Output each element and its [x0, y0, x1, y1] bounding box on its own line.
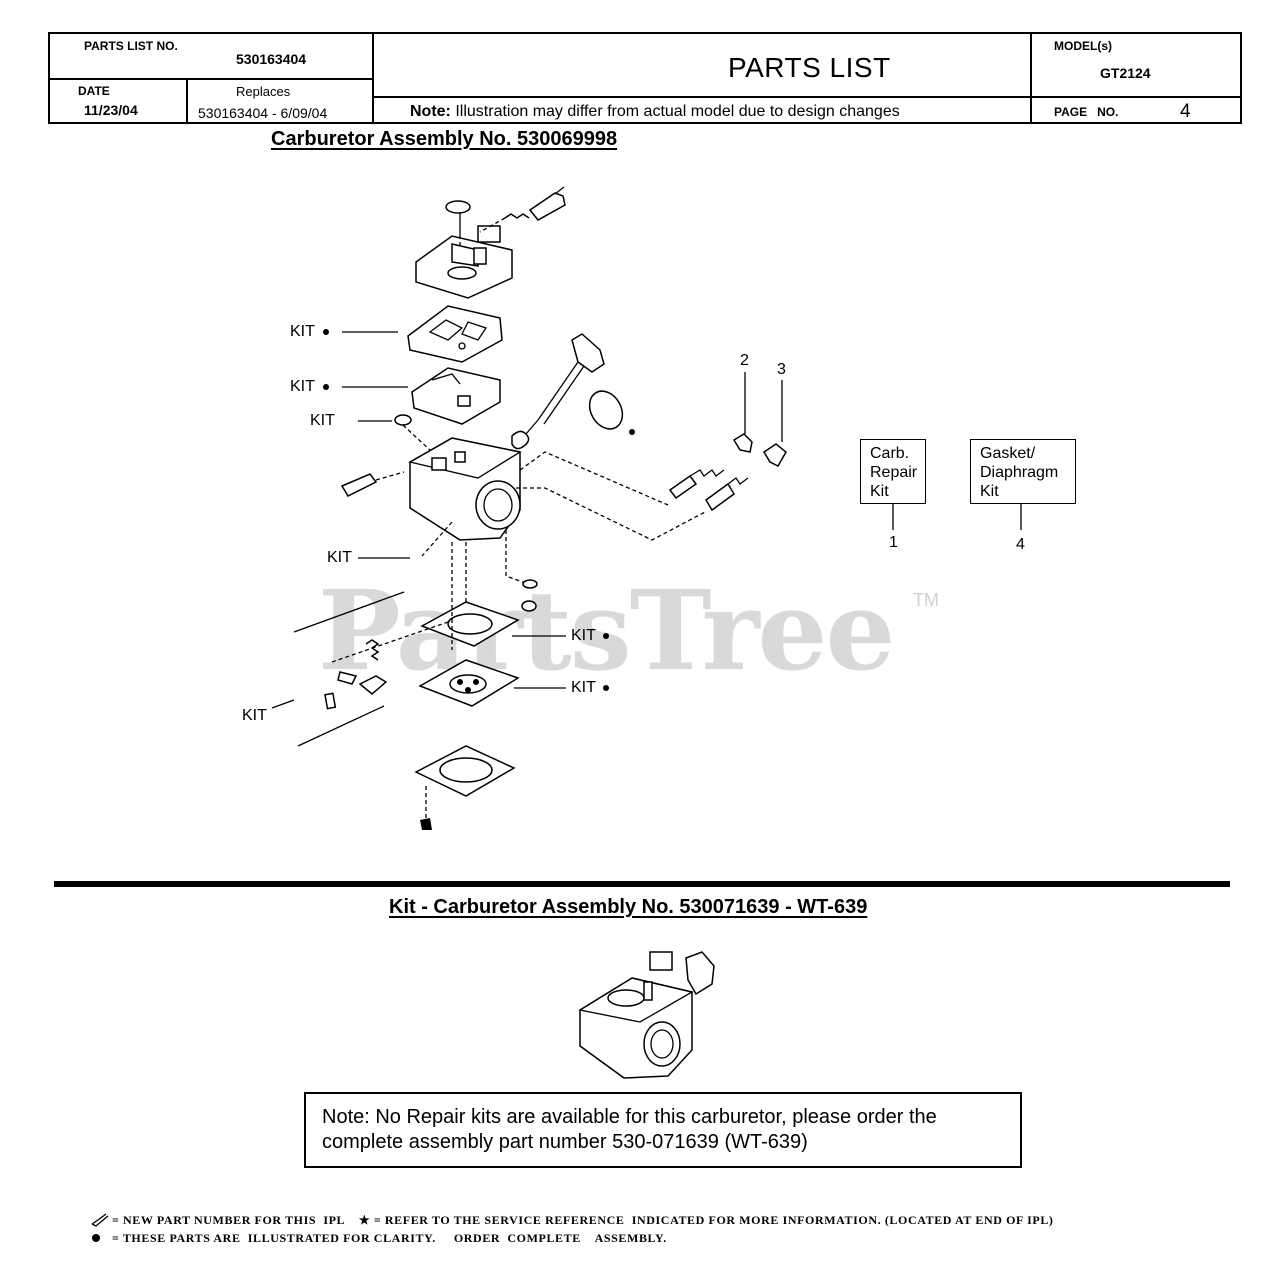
- header-divider: [1030, 96, 1240, 98]
- callout-kit-gasket: KIT: [290, 323, 315, 340]
- replaces-label: Replaces: [236, 84, 291, 99]
- watermark-trademark: TM: [913, 590, 939, 610]
- note-line-1: Note: No Repair kits are available for t…: [322, 1106, 937, 1128]
- screen-filter: [394, 414, 433, 453]
- replaces-value: 530163404 - 6/09/04: [198, 105, 328, 121]
- pump-gasket: [407, 305, 503, 363]
- gasket-diaphragm-kit-line: Gasket/: [980, 445, 1036, 462]
- design-note-text: Illustration may differ from actual mode…: [450, 103, 900, 120]
- callout-number-3: 3: [777, 361, 786, 378]
- limiter-cap-2: [732, 433, 753, 453]
- gasket-diaphragm-kit-line: Kit: [980, 483, 999, 500]
- mixture-needles: [668, 469, 749, 512]
- callout-kit-metering-gasket: KIT: [571, 627, 596, 644]
- header-table: PARTS LIST NO. 530163404 DATE 11/23/04 R…: [48, 32, 1242, 124]
- pump-cover: [415, 225, 513, 299]
- footer-legend-line-2: = THESE PARTS ARE ILLUSTRATED FOR CLARIT…: [112, 1231, 667, 1245]
- callout-kit-inlet-needle: KIT: [242, 707, 267, 724]
- section-title-carburetor-assembly: Carburetor Assembly No. 530069998: [271, 128, 618, 150]
- callout-number-1: 1: [889, 534, 898, 551]
- carb-repair-kit-line: Repair: [870, 464, 918, 481]
- metering-gasket: [420, 601, 520, 647]
- header-divider: [1030, 34, 1032, 122]
- carb-repair-kit-line: Kit: [870, 483, 889, 500]
- model-value: GT2124: [1100, 65, 1151, 81]
- section-title-kit-assembly: Kit - Carburetor Assembly No. 530071639 …: [389, 896, 868, 918]
- header-divider: [186, 80, 188, 122]
- header-divider: [372, 34, 374, 122]
- gasket-diaphragm-kit-line: Diaphragm: [980, 464, 1059, 481]
- callout-leaders: [271, 329, 1022, 709]
- metering-cover: [414, 745, 516, 830]
- welch-plug: [340, 471, 405, 497]
- callout-number-2: 2: [740, 352, 749, 369]
- callout-number-4: 4: [1016, 536, 1025, 553]
- date-label: DATE: [78, 84, 110, 98]
- section-divider: [54, 881, 1230, 887]
- callout-kit-metering-diaphragm: KIT: [571, 679, 596, 696]
- header-divider: [372, 96, 1030, 98]
- kit-carburetor-assembly-illustration: [578, 951, 715, 1079]
- models-label: MODEL(s): [1054, 39, 1112, 53]
- metering-diaphragm: [418, 659, 520, 707]
- gasket-diaphragm-kit-box: Gasket/ Diaphragm Kit: [970, 439, 1076, 504]
- limiter-cap-3: [762, 443, 787, 467]
- page-title: PARTS LIST: [728, 52, 891, 83]
- throttle-lever-shaft: [511, 333, 635, 450]
- pump-diaphragm: [411, 367, 501, 425]
- illustration-dot-icon: [92, 1234, 100, 1242]
- carburetor-body: [408, 437, 522, 541]
- callout-kit-diaphragm: KIT: [290, 378, 315, 395]
- parts-list-no: 530163404: [236, 51, 307, 67]
- date-value: 11/23/04: [84, 102, 138, 118]
- callout-kit-screen: KIT: [310, 412, 335, 429]
- design-note: Note: Illustration may differ from actua…: [410, 103, 900, 121]
- parts-list-no-label: PARTS LIST NO.: [84, 39, 178, 53]
- watermark-logo: PartsTree: [318, 566, 896, 695]
- inlet-needle-lever: [293, 591, 449, 747]
- page-no-label: PAGE NO.: [1054, 105, 1119, 119]
- fuel-inlet-screw: [445, 200, 471, 248]
- callout-kit-screw: KIT: [327, 549, 352, 566]
- page-no-value: 4: [1180, 101, 1191, 122]
- design-note-label: Note:: [410, 103, 451, 120]
- carb-repair-kit-line: Carb.: [870, 445, 910, 462]
- no-repair-kit-note: Note: No Repair kits are available for t…: [304, 1092, 1022, 1168]
- header-divider: [50, 78, 372, 80]
- adjust-spring-needle: [479, 186, 566, 233]
- new-part-mark-icon: [91, 1213, 109, 1227]
- carb-repair-kit-box: Carb. Repair Kit: [860, 439, 926, 504]
- watermark-text: PartsTree: [318, 566, 896, 695]
- needle-valve-small: [521, 579, 538, 612]
- footer-legend-line-1: = NEW PART NUMBER FOR THIS IPL ★ = REFER…: [112, 1213, 1054, 1227]
- note-line-2: complete assembly part number 530-071639…: [322, 1131, 808, 1153]
